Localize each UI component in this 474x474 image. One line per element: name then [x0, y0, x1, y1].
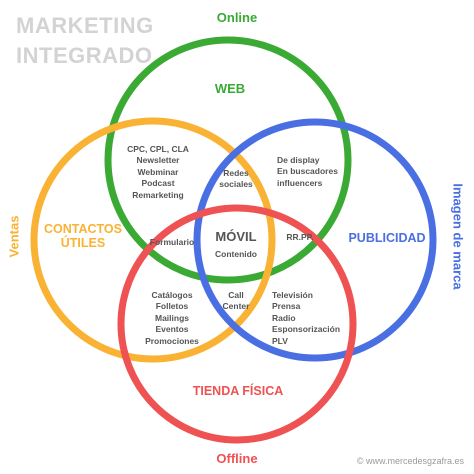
web-circle	[104, 36, 352, 284]
contactos-label-line-1: CONTACTOS	[43, 222, 122, 236]
contactos-utiles-label: CONTACTOS ÚTILES	[37, 222, 129, 251]
region-web-publicidad: De display En buscadores influencers	[277, 155, 359, 189]
tienda-circle	[117, 204, 357, 444]
ventas-label: Ventas	[6, 215, 22, 258]
region-web-contactos: CPC, CPL, CLA Newsletter Webminar Podcas…	[118, 144, 198, 201]
contenido-label: Contenido	[214, 249, 258, 259]
imagen-de-marca-label: Imagen de marca	[450, 183, 466, 290]
title-line-2: INTEGRADO	[16, 43, 153, 68]
region-item: Podcast	[141, 178, 175, 189]
region-contactos-tienda: Catálogos Folletos Mailings Eventos Prom…	[133, 290, 211, 347]
region-web-movil: Redes sociales	[210, 168, 262, 191]
region-item: Remarketing	[132, 189, 184, 200]
region-item: Center	[222, 301, 250, 312]
region-item: Call	[228, 290, 244, 300]
movil-label: MÓVIL	[215, 229, 257, 244]
region-item: Newsletter	[136, 155, 180, 166]
region-item: Formulario	[149, 237, 195, 247]
region-item: CPC, CPL, CLA	[127, 144, 189, 154]
region-publicidad-tienda: Televisión Prensa Radio Esponsorización …	[272, 290, 362, 347]
region-item: Webminar	[137, 166, 179, 177]
region-contactos-movil: Formulario	[146, 237, 198, 248]
region-publicidad-movil: RR.PP.	[280, 232, 320, 243]
publicidad-label: PUBLICIDAD	[348, 231, 426, 245]
web-label: WEB	[214, 81, 246, 96]
region-item: influencers	[277, 177, 323, 188]
credit-text: © www.mercedesgzafra.es	[356, 456, 464, 466]
region-item: PLV	[272, 335, 288, 346]
region-item: Esponsorización	[272, 324, 341, 335]
region-item: Televisión	[272, 290, 313, 300]
region-item: De display	[277, 155, 320, 165]
region-item: Radio	[272, 312, 296, 323]
publicidad-circle	[193, 118, 437, 362]
region-item: Catálogos	[151, 290, 193, 300]
region-item: En buscadores	[277, 166, 338, 177]
title-line-1: MARKETING	[16, 13, 154, 38]
region-item: sociales	[219, 179, 253, 190]
region-item: Folletos	[155, 301, 189, 312]
contactos-label-line-2: ÚTILES	[60, 236, 106, 251]
region-item: Prensa	[272, 301, 301, 312]
region-item: Promociones	[145, 335, 199, 346]
offline-label: Offline	[216, 451, 258, 466]
online-label: Online	[216, 10, 258, 25]
region-item: Eventos	[155, 324, 189, 335]
region-item: RR.PP.	[286, 232, 314, 242]
tienda-fisica-label: TIENDA FÍSICA	[192, 384, 284, 398]
contactos-circle	[30, 117, 276, 363]
region-tienda-movil: Call Center	[214, 290, 258, 313]
region-item: Redes	[223, 168, 249, 178]
region-item: Mailings	[154, 312, 189, 323]
